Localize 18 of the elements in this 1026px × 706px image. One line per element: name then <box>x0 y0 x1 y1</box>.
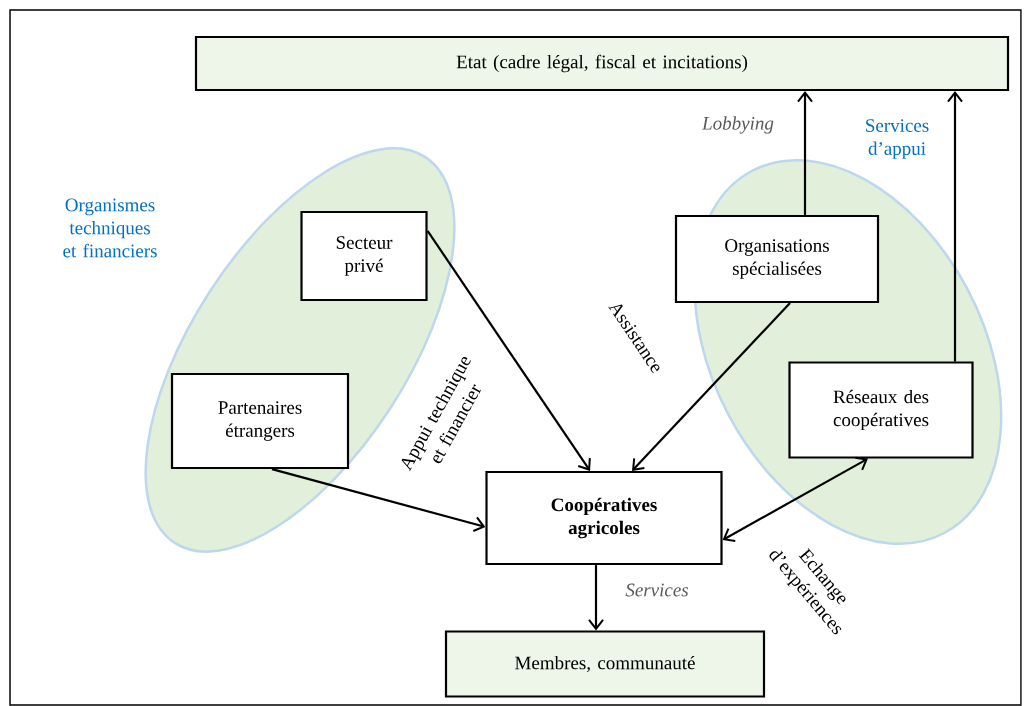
box: Etat (cadre légal, fiscal et incitations) <box>194 35 1010 92</box>
edge-label: Services d’appui <box>866 119 929 159</box>
box: Réseaux des coopératives <box>788 361 974 459</box>
box: Secteur privé <box>300 210 428 302</box>
arrow <box>797 91 813 215</box>
edge-label: Services <box>625 583 689 597</box>
arrow <box>722 456 868 542</box>
box: Coopératives agricoles <box>485 470 723 566</box>
box: Membres, communauté <box>444 630 766 698</box>
box: Organisations spécialisées <box>674 214 880 304</box>
arrow <box>588 565 604 631</box>
edge-label: Lobbying <box>701 116 774 134</box>
arrow <box>426 230 591 471</box>
arrow <box>271 468 486 532</box>
group-label: Organismes techniques et financiers <box>63 198 157 258</box>
arrow <box>947 91 963 362</box>
arrow <box>632 302 791 471</box>
box: Partenaires étrangers <box>170 372 350 470</box>
